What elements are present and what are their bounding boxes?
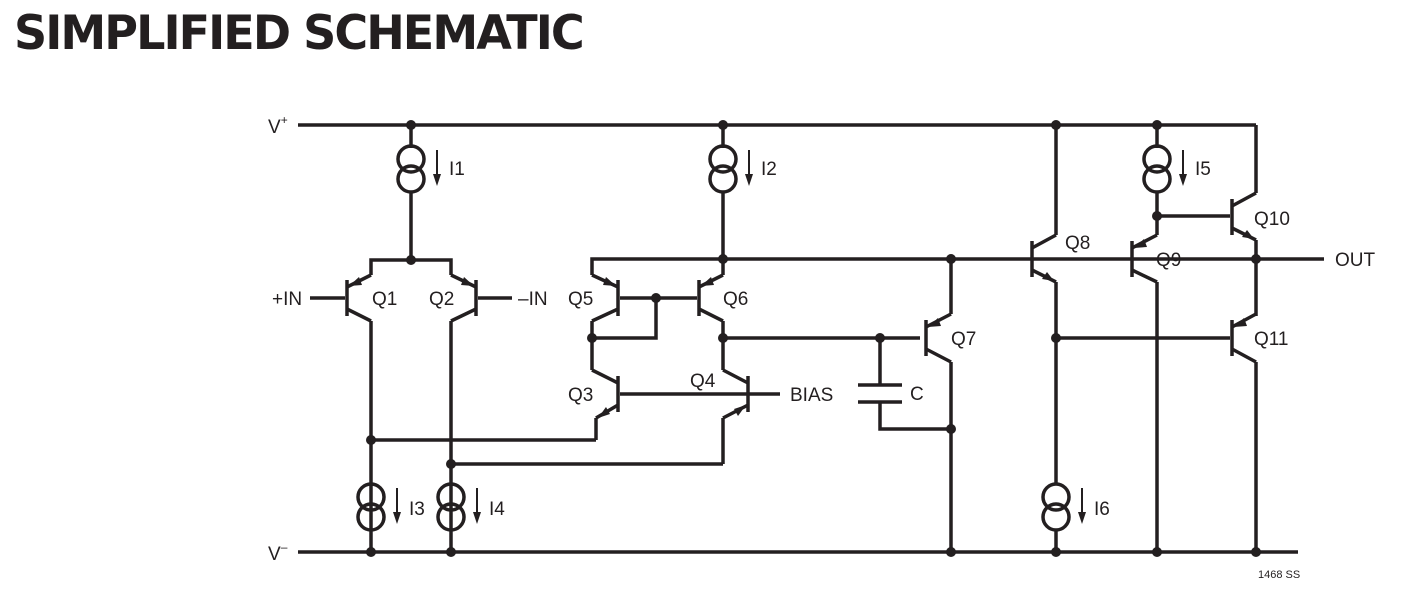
current-source-i2 — [708, 144, 753, 194]
i2-label: I2 — [761, 159, 777, 180]
vplus-label: V+ — [268, 113, 288, 138]
q8-label: Q8 — [1065, 233, 1090, 254]
junction-dots — [366, 120, 1261, 557]
transistor-q1 — [345, 273, 372, 323]
i3-label: I3 — [409, 499, 425, 520]
current-source-i5 — [1142, 144, 1187, 194]
q2-label: Q2 — [429, 289, 454, 310]
current-source-i4 — [436, 482, 481, 532]
i5-label: I5 — [1195, 159, 1211, 180]
page-title: SIMPLIFIED SCHEMATIC — [14, 6, 585, 61]
i1-label: I1 — [449, 159, 465, 180]
transistor-q2 — [450, 273, 478, 323]
i4-label: I4 — [489, 499, 505, 520]
capacitor-label: C — [910, 384, 924, 405]
in-plus-label: +IN — [272, 289, 302, 310]
transistor-q4 — [722, 368, 750, 420]
in-minus-label: –IN — [518, 289, 548, 310]
vminus-label: V– — [268, 540, 288, 565]
q11-label: Q11 — [1254, 329, 1289, 350]
q7-label: Q7 — [951, 329, 976, 350]
transistor-q10 — [1230, 191, 1257, 242]
transistor-q3 — [591, 368, 620, 420]
figure-id: 1468 SS — [1258, 569, 1300, 581]
q5-label: Q5 — [568, 289, 593, 310]
q1-label: Q1 — [372, 289, 397, 310]
q9-label: Q9 — [1156, 250, 1181, 271]
q10-label: Q10 — [1254, 209, 1290, 230]
q6-label: Q6 — [723, 289, 748, 310]
current-source-i6 — [1041, 482, 1086, 532]
bias-label: BIAS — [790, 385, 833, 406]
q3-label: Q3 — [568, 385, 593, 406]
transistor-q9 — [1130, 233, 1158, 284]
transistor-q7 — [924, 259, 953, 552]
out-label: OUT — [1335, 250, 1376, 271]
current-source-i1 — [396, 144, 441, 194]
transistor-q11 — [1230, 312, 1257, 364]
transistor-q6 — [697, 273, 724, 323]
transistor-q8 — [1030, 233, 1057, 284]
input-stage-wiring — [310, 125, 723, 552]
i6-label: I6 — [1094, 499, 1110, 520]
q4-label: Q4 — [690, 371, 716, 392]
transistor-q5 — [591, 273, 620, 323]
current-source-i3 — [356, 482, 401, 532]
capacitor-c — [858, 338, 951, 431]
